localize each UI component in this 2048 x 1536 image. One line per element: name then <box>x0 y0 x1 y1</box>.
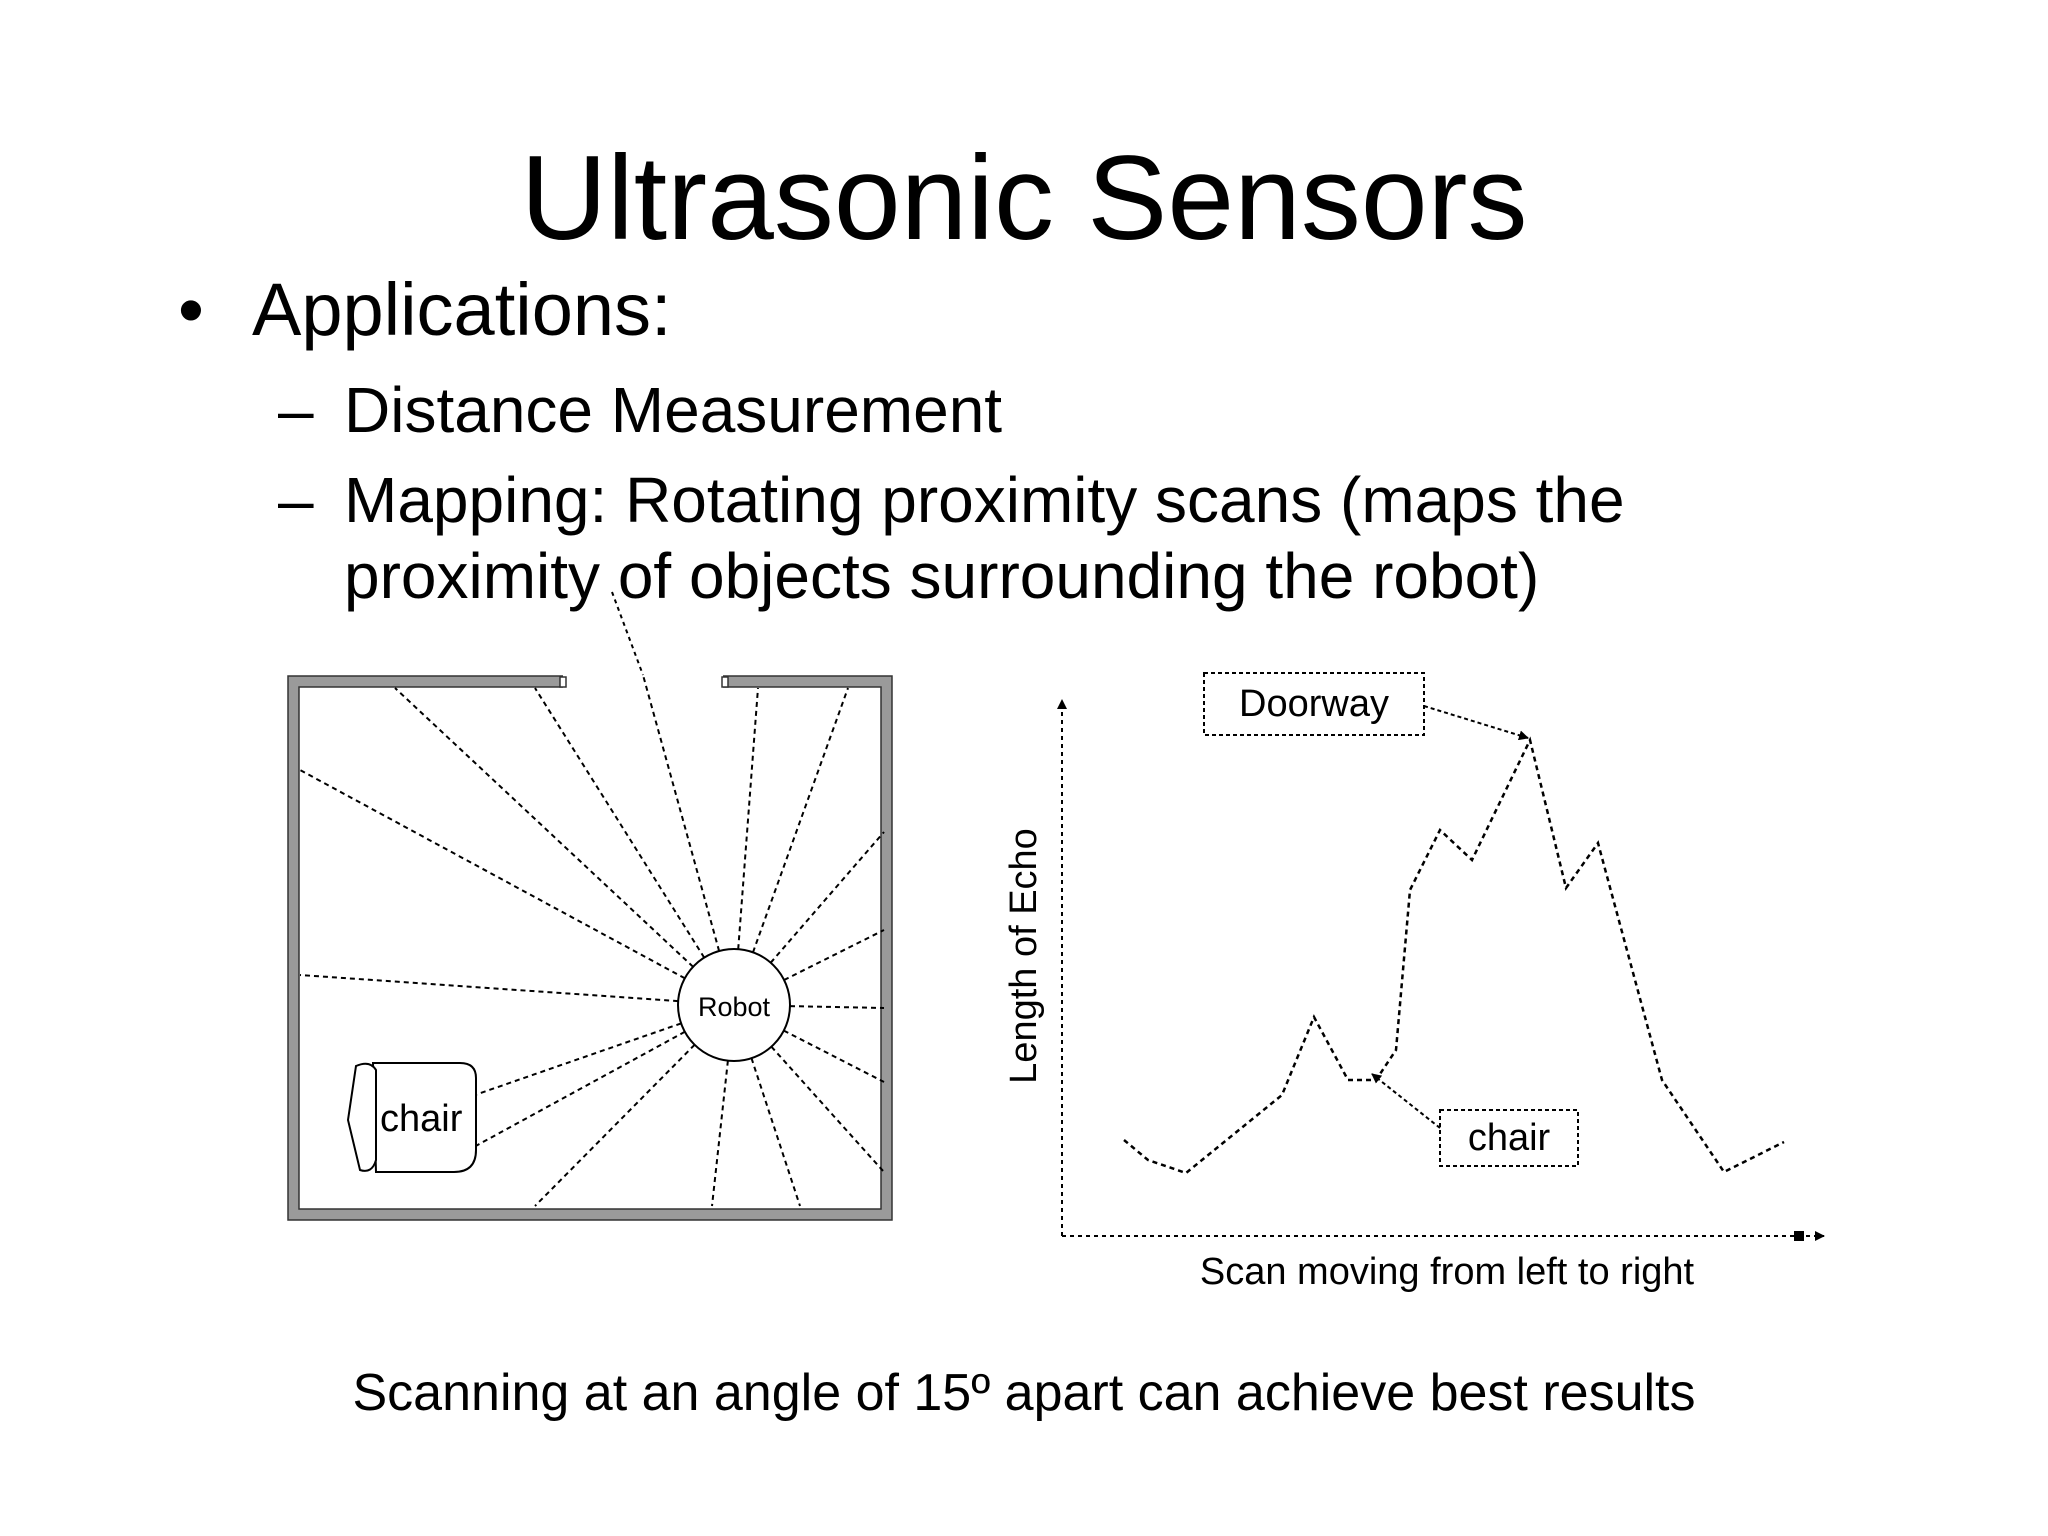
bullet-applications: Applications: <box>252 268 672 351</box>
sonar-ray <box>789 1005 885 1009</box>
sonar-ray <box>471 1030 686 1149</box>
sonar-ray <box>783 1029 885 1083</box>
doorway-callout-label: Doorway <box>1239 683 1389 725</box>
chair-callout-label: chair <box>1468 1117 1551 1159</box>
sonar-ray <box>534 687 706 959</box>
sonar-ray <box>737 687 759 950</box>
echo-graph: Scan moving from left to right Length of… <box>1003 672 1825 1293</box>
chair-shape <box>346 1062 477 1173</box>
sonar-ray <box>750 1057 801 1207</box>
dash-symbol: – <box>278 464 314 536</box>
x-axis-end-mark <box>1794 1231 1804 1241</box>
chair-callout-box <box>1439 1109 1579 1167</box>
doorway-callout-box <box>1203 672 1425 736</box>
subbullet-mapping-line1: Mapping: Rotating proximity scans (maps … <box>344 464 1625 536</box>
sonar-ray <box>783 929 885 981</box>
text-leader-line <box>611 591 644 676</box>
subbullet-distance: Distance Measurement <box>344 374 1003 446</box>
dash-symbol: – <box>278 374 314 446</box>
room-diagram: Robot chair <box>287 670 893 1221</box>
sonar-ray <box>752 687 849 953</box>
sonar-ray <box>642 674 721 952</box>
sonar-ray <box>299 974 679 1003</box>
x-axis-label: Scan moving from left to right <box>1200 1251 1695 1293</box>
sonar-rays <box>299 674 885 1207</box>
footer-caption: Scanning at an angle of 15º apart can ac… <box>352 1364 1696 1422</box>
sonar-ray <box>769 831 885 964</box>
robot-label: Robot <box>698 992 771 1022</box>
doorway-callout-arrow <box>1423 705 1529 741</box>
sonar-ray <box>299 769 686 980</box>
y-axis-label: Length of Echo <box>1003 828 1045 1084</box>
sonar-ray <box>471 1022 682 1097</box>
slide-title: Ultrasonic Sensors <box>520 131 1528 265</box>
chair-label: chair <box>380 1098 463 1140</box>
sonar-ray <box>770 1046 885 1173</box>
sonar-ray <box>534 1044 696 1207</box>
bullet-symbol: • <box>178 268 204 351</box>
echo-curve <box>1123 736 1785 1175</box>
chair-callout-arrow <box>1371 1073 1441 1129</box>
robot-circle <box>677 948 791 1062</box>
subbullet-mapping-line2: proximity of objects surrounding the rob… <box>344 540 1540 612</box>
sonar-ray <box>711 1060 729 1207</box>
